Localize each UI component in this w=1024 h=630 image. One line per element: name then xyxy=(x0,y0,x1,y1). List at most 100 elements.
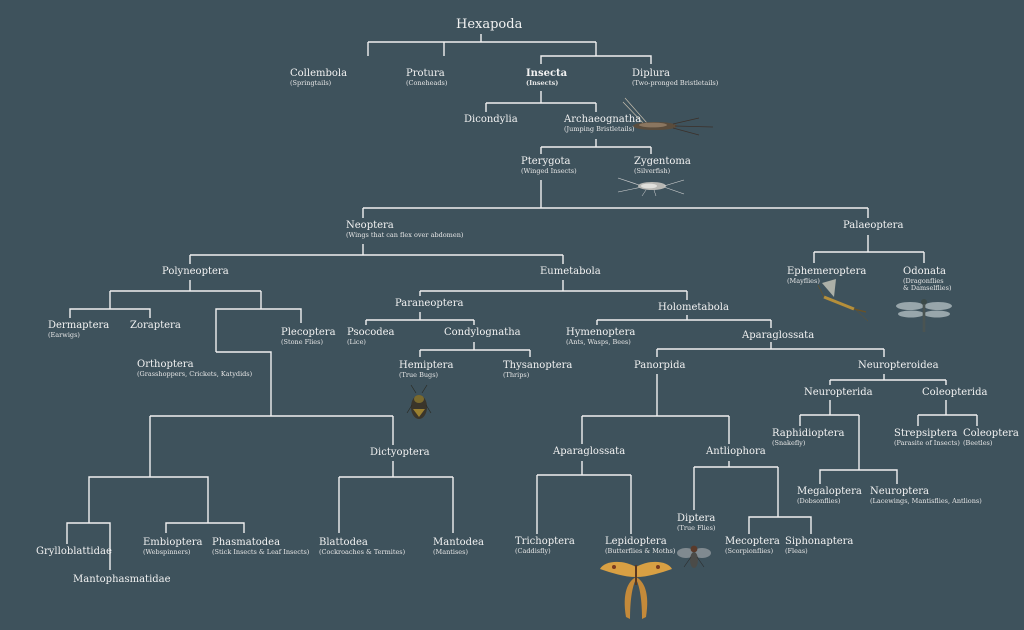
node-common-name: (Beetles) xyxy=(963,438,993,447)
node-name: Siphonaptera xyxy=(785,536,854,547)
node-strepsiptera: Strepsiptera (Parasite of Insects) xyxy=(894,428,960,447)
node-blattodea: Blattodea (Cockroaches & Termites) xyxy=(319,537,405,556)
node-hymenoptera: Hymenoptera (Ants, Wasps, Bees) xyxy=(566,327,635,346)
node-name: Grylloblattidae xyxy=(36,546,112,557)
node-antliophora: Antliophora xyxy=(706,446,766,458)
node-name: Neuroptera xyxy=(870,486,929,497)
silverfish-icon xyxy=(617,177,685,197)
node-common-name: (Butterflies & Moths) xyxy=(605,546,676,555)
node-name: Dictyoptera xyxy=(370,447,430,458)
node-common-name: (Coneheads) xyxy=(406,78,448,87)
node-siphonaptera: Siphonaptera (Fleas) xyxy=(785,536,853,555)
node-aparaglossata-top: Aparaglossata xyxy=(742,330,814,342)
node-hemiptera: Hemiptera (True Bugs) xyxy=(399,360,453,379)
node-name: Pterygota xyxy=(521,156,571,167)
node-name: Plecoptera xyxy=(281,327,336,338)
node-insecta: Insecta (Insects) xyxy=(526,68,567,87)
node-common-name: (Winged Insects) xyxy=(521,166,577,175)
node-name: Phasmatodea xyxy=(212,537,281,548)
node-common-name: (Two-pronged Bristletails) xyxy=(632,78,719,87)
node-zygentoma: Zygentoma (Silverfish) xyxy=(634,156,691,175)
node-hexapoda: Hexapoda xyxy=(456,17,523,33)
node-trichoptera: Trichoptera (Caddisfly) xyxy=(515,536,575,555)
node-neuroptera: Neuroptera (Lacewings, Mantisflies, Antl… xyxy=(870,486,982,505)
node-coleoptera: Coleoptera (Beetles) xyxy=(963,428,1019,447)
node-protura: Protura (Coneheads) xyxy=(406,68,447,87)
node-panorpida: Panorpida xyxy=(634,360,685,372)
node-name: Antliophora xyxy=(706,446,766,457)
node-common-name: (Snakefly) xyxy=(772,438,806,447)
node-name: Neuropterida xyxy=(804,387,873,398)
node-name: Lepidoptera xyxy=(605,536,667,547)
node-common-name: (Cockroaches & Termites) xyxy=(319,547,406,556)
moth-icon xyxy=(600,561,672,619)
bristletail-icon xyxy=(622,97,714,136)
node-neuropterida: Neuropterida xyxy=(804,387,873,399)
node-common-name: (True Bugs) xyxy=(399,370,439,379)
node-name: Coleoptera xyxy=(963,428,1019,439)
node-common-name: (Jumping Bristletails) xyxy=(564,124,635,133)
node-common-name: (Mayflies) xyxy=(787,276,820,285)
node-orthoptera: Orthoptera (Grasshoppers, Crickets, Katy… xyxy=(137,359,252,378)
dragonfly-icon xyxy=(896,299,952,332)
node-holometabola: Holometabola xyxy=(658,302,729,314)
node-name: Dermaptera xyxy=(48,320,110,331)
node-mecoptera: Mecoptera (Scorpionflies) xyxy=(725,536,780,555)
node-common-name: (Dragonflies xyxy=(903,276,944,285)
node-name: Diplura xyxy=(632,68,670,79)
node-common-name: (Fleas) xyxy=(785,546,808,555)
node-common-name: (Mantises) xyxy=(433,547,468,556)
node-ephemeroptera: Ephemeroptera (Mayflies) xyxy=(787,266,866,285)
node-name: Odonata xyxy=(903,266,947,277)
node-common-name: (Wings that can flex over abdomen) xyxy=(346,230,464,239)
node-name: Blattodea xyxy=(319,537,368,548)
node-aparaglossata-low: Aparaglossata xyxy=(553,446,625,458)
node-plecoptera: Plecoptera (Stone Flies) xyxy=(281,327,336,346)
node-name: Orthoptera xyxy=(137,359,194,370)
node-mantodea: Mantodea (Mantises) xyxy=(433,537,484,556)
node-common-name-line2: & Damselflies) xyxy=(903,283,952,292)
node-common-name: (Ants, Wasps, Bees) xyxy=(566,337,631,346)
node-name: Embioptera xyxy=(143,537,203,548)
node-name: Condylognatha xyxy=(444,327,521,338)
node-common-name: (Dobsonflies) xyxy=(797,496,841,505)
mayfly-icon xyxy=(817,279,869,322)
node-name: Neoptera xyxy=(346,220,394,231)
node-name: Thysanoptera xyxy=(503,360,573,371)
node-common-name: (Thrips) xyxy=(503,370,530,379)
fly-icon xyxy=(677,545,711,568)
node-dermaptera: Dermaptera (Earwigs) xyxy=(48,320,109,339)
node-common-name: (Scorpionflies) xyxy=(725,546,774,555)
node-name: Trichoptera xyxy=(515,536,575,547)
node-eumetabola: Eumetabola xyxy=(540,266,601,278)
node-name: Mantodea xyxy=(433,537,484,548)
node-common-name: (Insects) xyxy=(526,78,559,87)
node-name: Hymenoptera xyxy=(566,327,636,338)
node-common-name: (True Flies) xyxy=(677,523,716,532)
node-name: Polyneoptera xyxy=(162,266,229,277)
node-name: Psocodea xyxy=(347,327,395,338)
node-name: Neuropteroidea xyxy=(858,360,939,371)
node-name: Zygentoma xyxy=(634,156,691,167)
node-name: Holometabola xyxy=(658,302,729,313)
node-embioptera: Embioptera (Webspinners) xyxy=(143,537,202,556)
node-megaloptera: Megaloptera (Dobsonflies) xyxy=(797,486,862,505)
node-common-name: (Stone Flies) xyxy=(281,337,323,346)
node-phasmatodea: Phasmatodea (Stick Insects & Leaf Insect… xyxy=(212,537,309,556)
node-name: Collembola xyxy=(290,68,348,79)
node-dictyoptera: Dictyoptera xyxy=(370,447,430,459)
node-common-name: (Lice) xyxy=(347,337,366,346)
node-common-name: (Parasite of Insects) xyxy=(894,438,960,447)
node-zoraptera: Zoraptera xyxy=(130,320,181,332)
node-name: Raphidioptera xyxy=(772,428,845,439)
node-common-name: (Silverfish) xyxy=(634,166,671,175)
node-diplura: Diplura (Two-pronged Bristletails) xyxy=(632,68,718,87)
node-name: Aparaglossata xyxy=(553,446,626,457)
node-name: Hexapoda xyxy=(456,17,523,32)
node-name: Paraneoptera xyxy=(395,298,464,309)
node-common-name: (Caddisfly) xyxy=(515,546,551,555)
node-name: Palaeoptera xyxy=(843,220,904,231)
node-collembola: Collembola (Springtails) xyxy=(290,68,347,87)
node-common-name: (Earwigs) xyxy=(48,330,80,339)
